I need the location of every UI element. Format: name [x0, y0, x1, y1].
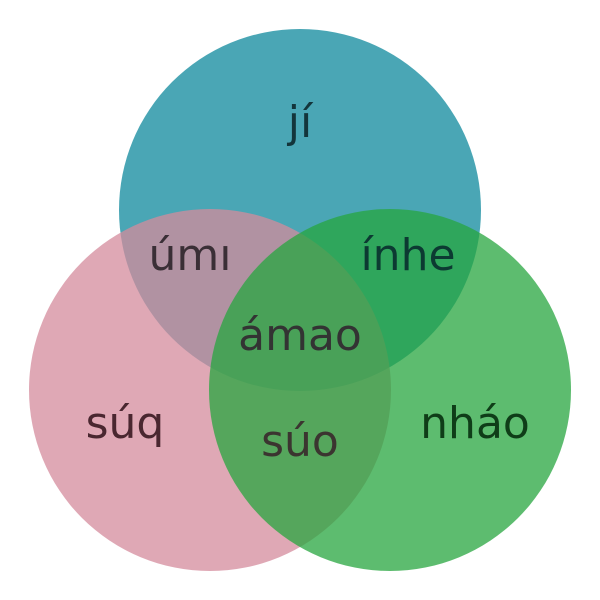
set-c-circle	[209, 209, 571, 571]
intersection-ac-label: ínhe	[360, 230, 455, 281]
intersection-bc-label: súo	[261, 416, 339, 467]
intersection-abc-label: ámao	[238, 310, 362, 361]
intersection-ab-label: úmı	[149, 230, 232, 281]
set-b-label: súq	[86, 398, 165, 449]
set-c-label: nháo	[420, 398, 530, 449]
set-a-label: jí	[287, 97, 314, 148]
